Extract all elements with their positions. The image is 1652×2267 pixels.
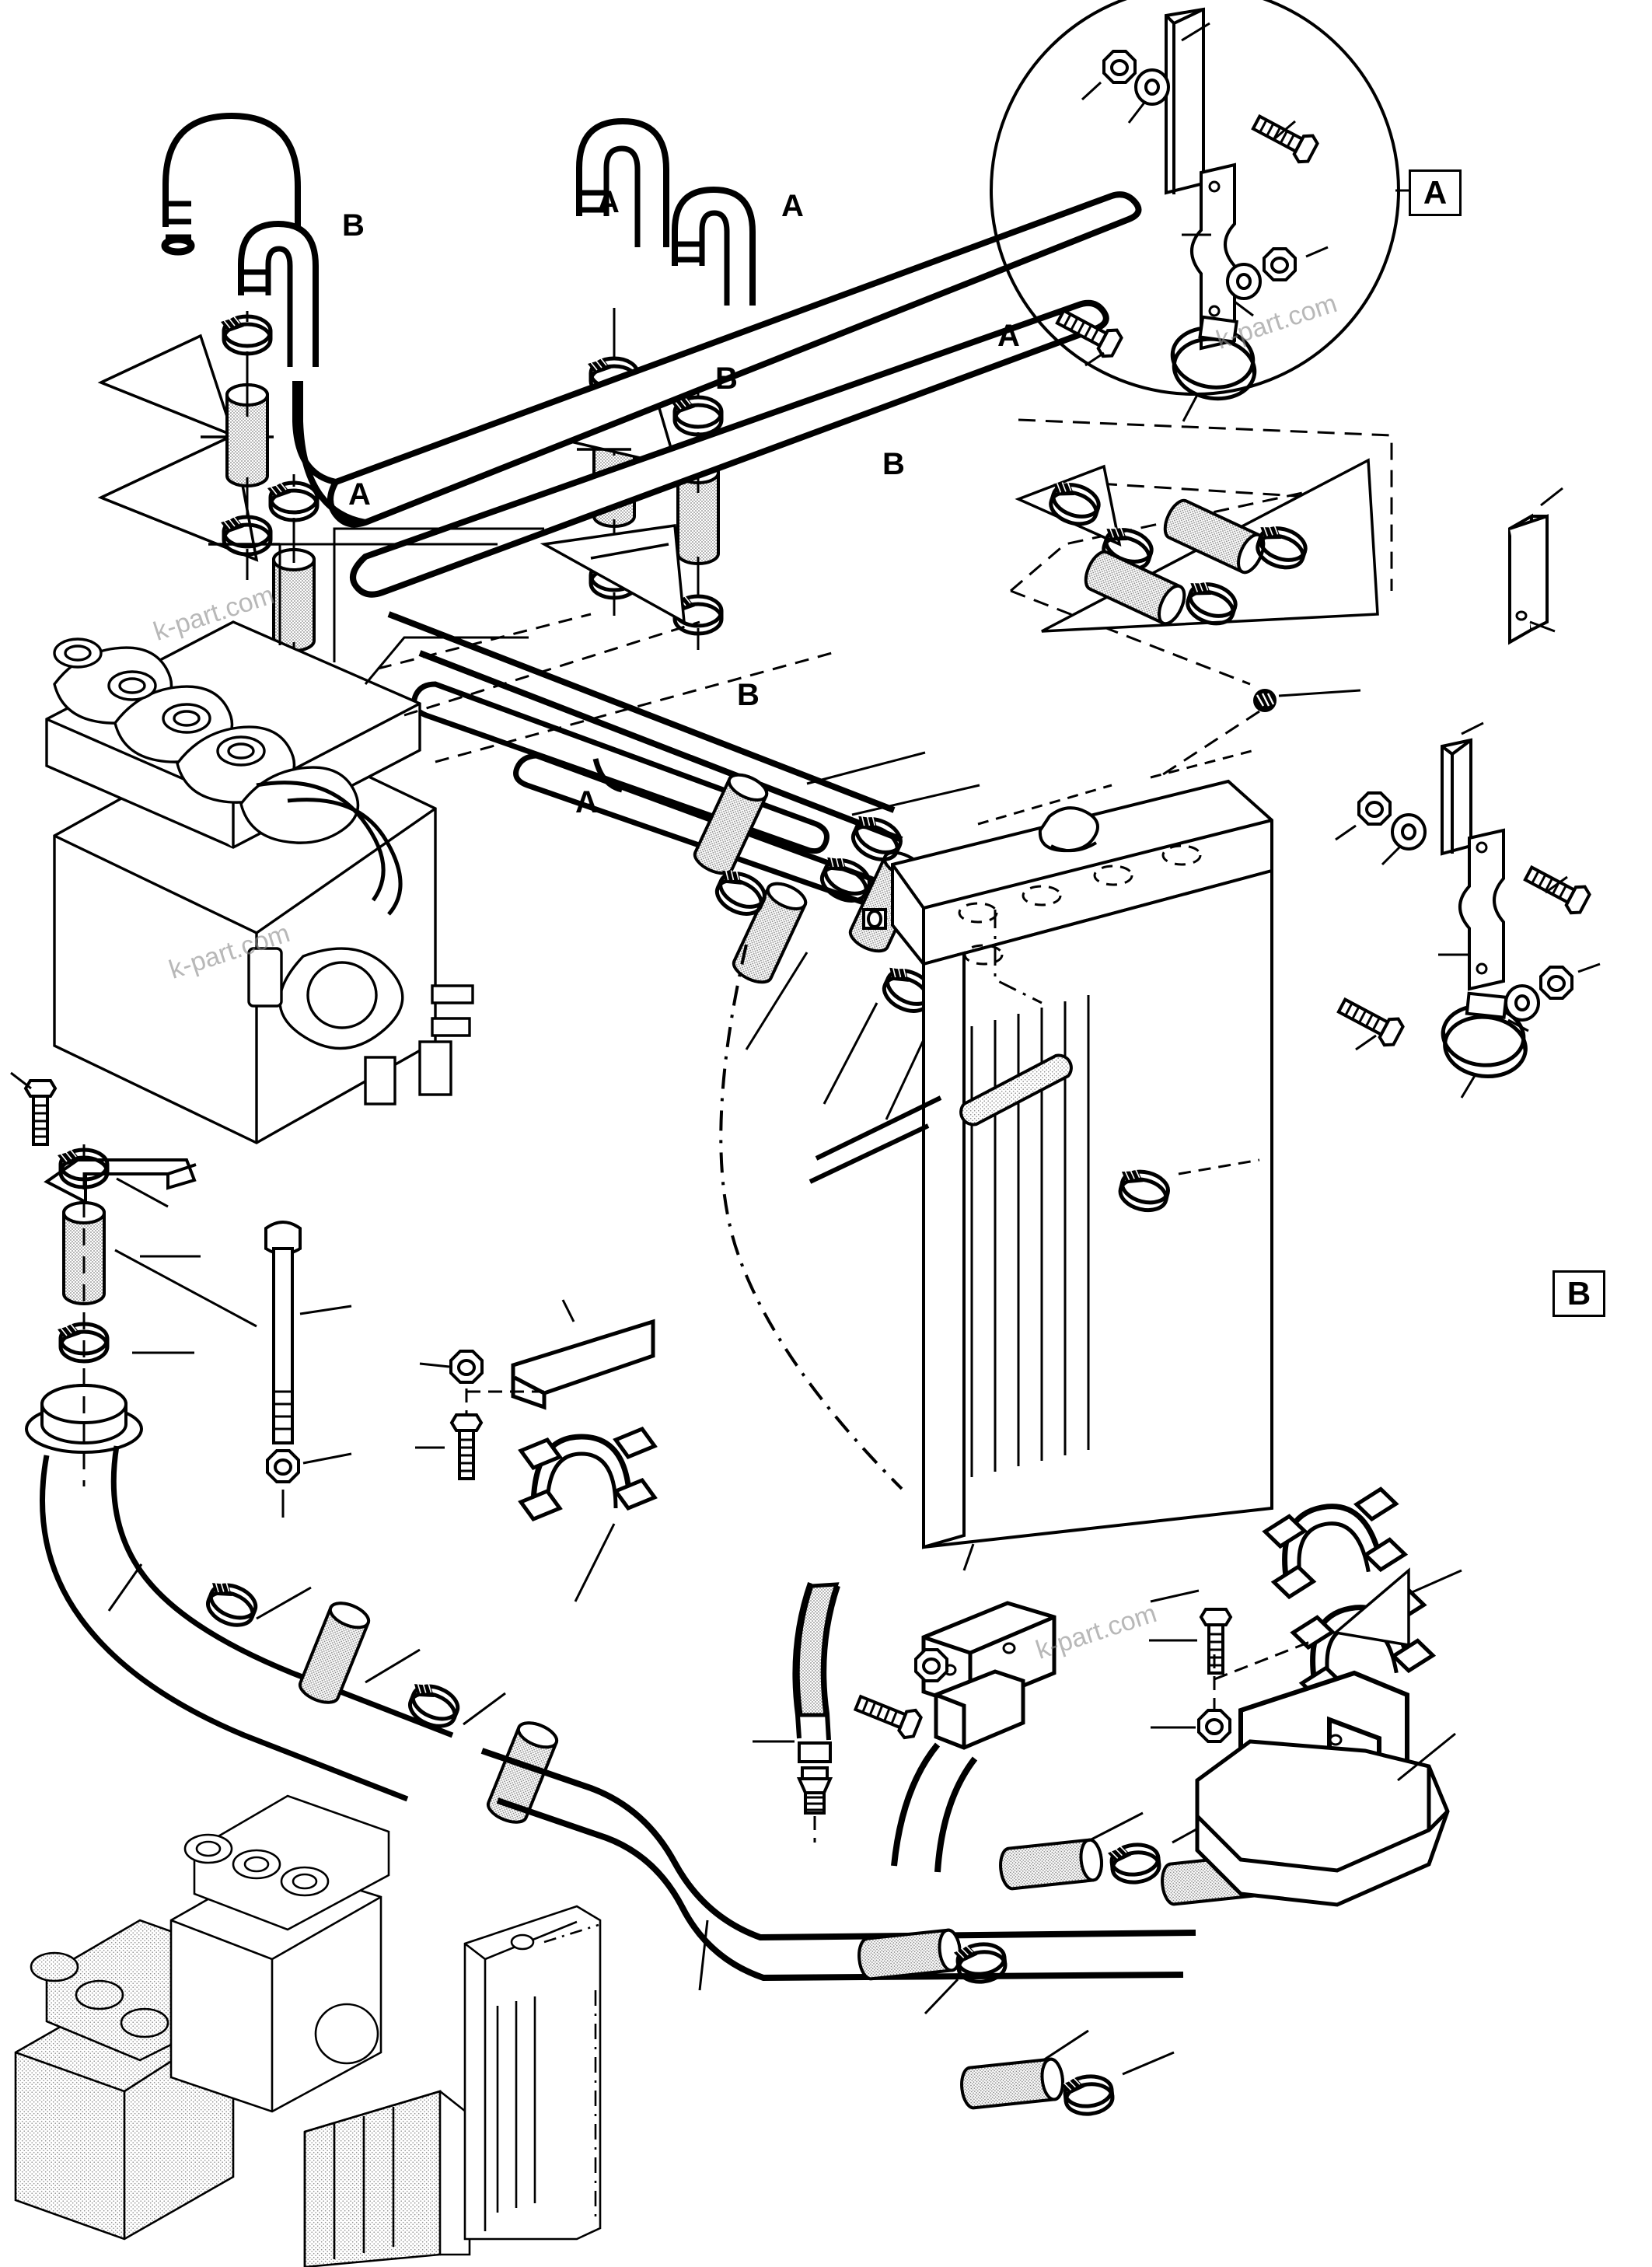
section-letter: A [575,785,598,819]
screw [1253,689,1277,712]
hose-clamp [58,1323,107,1361]
bracket-block-center [921,1601,1057,1750]
radiator [719,749,1273,1549]
mounting-plate-right [1508,487,1563,645]
radiator-cap [1038,806,1099,853]
upper-left-parts [221,311,317,737]
engine-assembly [45,620,474,1144]
section-letter: A [997,319,1020,353]
section-letter: A [597,185,620,219]
detail-a-circle [990,0,1409,422]
long-bolt [264,1221,352,1518]
detail-box-a: A [1409,169,1462,216]
explode-dash-upper [1018,418,1393,591]
detail-b-assembly [1335,721,1601,1099]
pipe-clamp-left [415,1299,655,1602]
hose-clamp [221,316,271,354]
lower-left-pipe [40,1445,454,1802]
reference-view [14,1794,602,2267]
mid-diagonal-parts [689,768,1008,1018]
leader-arrows-upper-left [97,334,280,562]
section-letter: B [715,362,738,396]
hose-clamp [672,396,721,435]
section-letter: B [882,447,905,481]
bottom-t-pipe [480,1742,1196,1982]
upper-hose-bank [161,112,756,367]
section-letter: B [737,678,760,712]
lower-left-hose-stack [10,1071,257,1486]
section-letter: A [781,189,804,223]
detail-box-b: B [1552,1270,1605,1317]
drain-hose [753,1582,840,1843]
pipe-clamp-right [1149,1567,1462,1907]
hose-clamp [267,482,317,520]
section-letter: A [348,477,371,512]
pipe-clamp-right-upper [1261,1487,1409,1599]
engine-centerlines [377,613,833,763]
section-letter: B [342,208,365,243]
